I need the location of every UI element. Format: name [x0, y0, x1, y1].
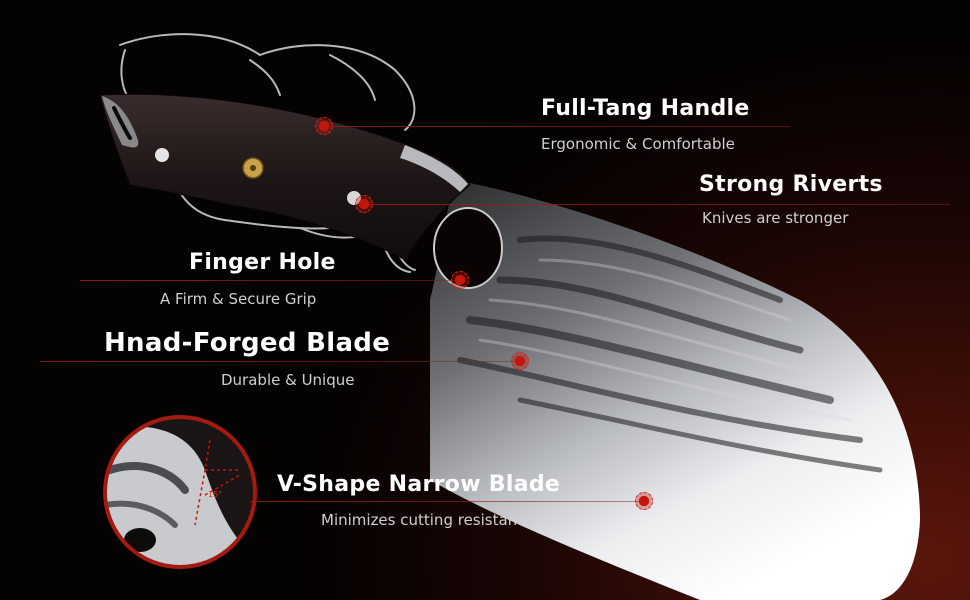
marker-blade: [511, 352, 529, 370]
edge-detail-inset: [103, 415, 257, 569]
angle-label: 15°: [208, 490, 222, 499]
handle: [99, 93, 471, 261]
feature-subtitle-handle: Ergonomic & Comfortable: [541, 135, 735, 153]
connector-line-edge: [250, 501, 644, 502]
connector-line-blade: [40, 361, 520, 362]
feature-title-rivets: Strong Riverts: [699, 172, 883, 197]
marker-hole: [451, 271, 469, 289]
feature-subtitle-rivets: Knives are stronger: [702, 209, 849, 227]
connector-line-hole: [80, 280, 460, 281]
feature-title-handle: Full-Tang Handle: [541, 96, 750, 121]
marker-edge: [635, 492, 653, 510]
marker-handle: [315, 117, 333, 135]
feature-subtitle-edge: Minimizes cutting resistance: [321, 511, 535, 529]
feature-subtitle-blade: Durable & Unique: [221, 371, 355, 389]
feature-title-blade: Hnad-Forged Blade: [104, 328, 391, 358]
marker-rivets: [355, 195, 373, 213]
connector-line-rivets: [364, 204, 950, 205]
feature-title-edge: V-Shape Narrow Blade: [277, 472, 561, 497]
feature-title-hole: Finger Hole: [189, 250, 336, 275]
feature-subtitle-hole: A Firm & Secure Grip: [160, 290, 317, 308]
blade: [430, 180, 920, 600]
connector-line-handle: [324, 126, 790, 127]
